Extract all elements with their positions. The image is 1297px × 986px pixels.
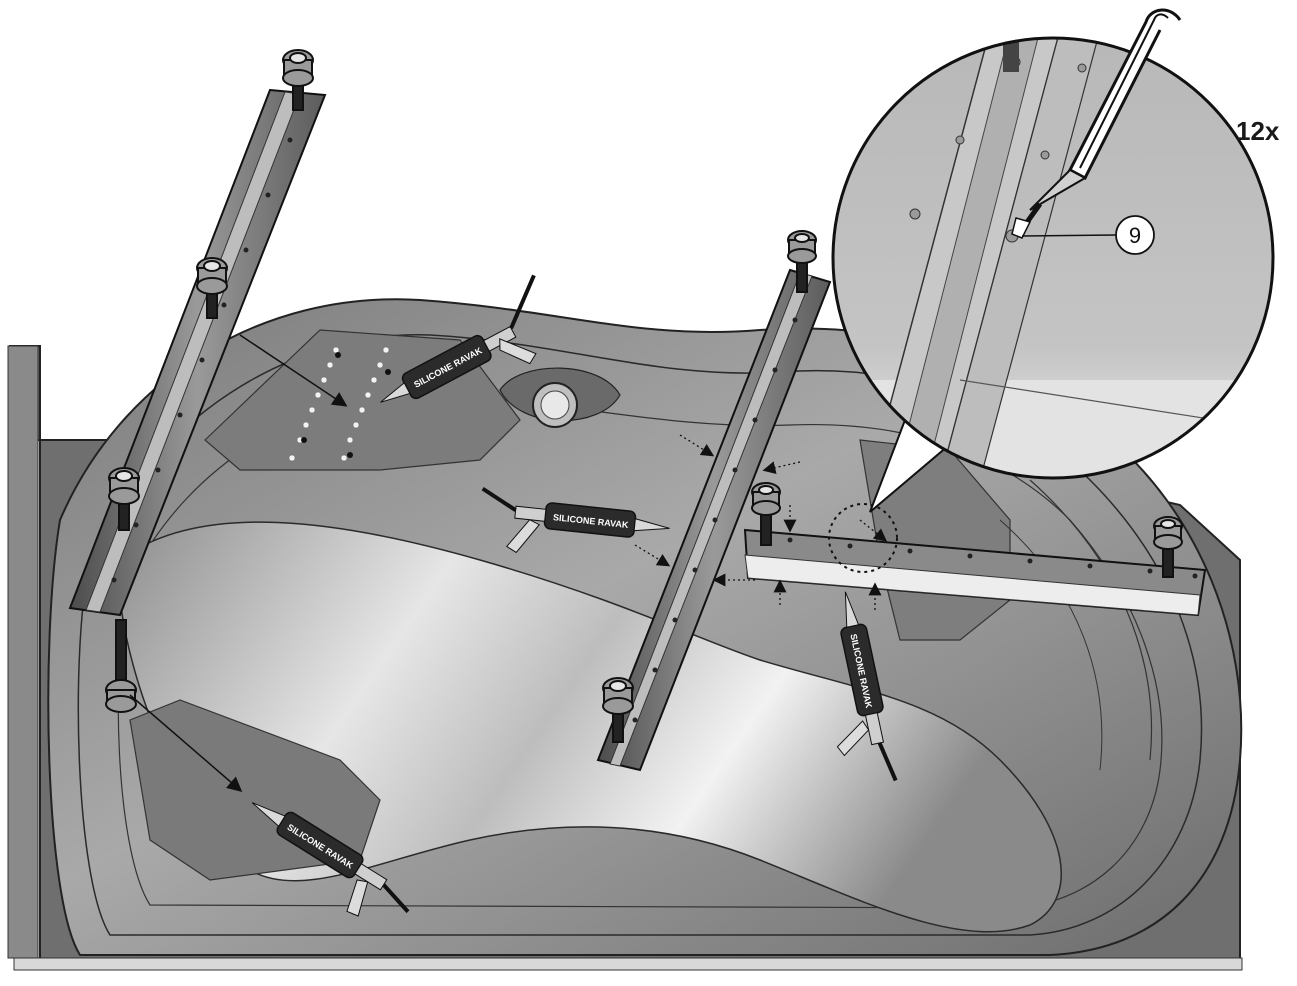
detail-marker	[828, 503, 898, 573]
callout-circle	[1115, 215, 1155, 255]
detail-magnifier	[831, 36, 1275, 513]
mounting-rail-middle	[596, 268, 832, 772]
drain-outlet	[499, 367, 621, 428]
tub-curve-right2	[999, 519, 1103, 771]
tub-curve-right	[1029, 479, 1153, 761]
silicone-anchor-dots	[301, 352, 391, 458]
mounting-rail-right	[743, 528, 1207, 617]
screwdriver-icon	[1011, 8, 1182, 239]
tub-base-edge	[13, 957, 1243, 971]
callout-leader	[1021, 234, 1117, 237]
leader-arrows	[129, 334, 348, 792]
tub-left-edge	[7, 345, 39, 959]
quantity-label: 12x	[1236, 116, 1280, 146]
adjustable-foot-icon	[105, 49, 1183, 743]
part-number-9: 9	[1129, 223, 1141, 248]
sealant-arrows	[634, 434, 888, 610]
